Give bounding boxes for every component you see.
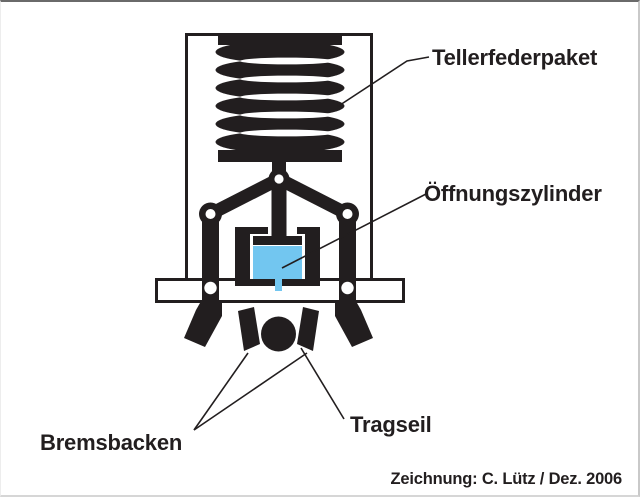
leader-brake-left <box>193 352 249 431</box>
spring-bottom-plate <box>218 150 342 162</box>
side-link-left <box>202 210 219 306</box>
leader-lines <box>193 56 430 431</box>
brake-arm-right <box>335 303 373 347</box>
label-oeffnungszylinder: Öffnungszylinder <box>424 181 602 206</box>
leader-cable <box>300 347 345 420</box>
cylinder-port <box>275 279 282 291</box>
brake-arm-left <box>184 303 222 347</box>
side-link-right <box>339 210 356 306</box>
leader-cylinder <box>281 193 427 269</box>
cylinder-piston <box>253 236 302 245</box>
leader-brake-right <box>193 352 308 431</box>
drawing-credit: Zeichnung: C. Lütz / Dez. 2006 <box>390 470 623 488</box>
pivot-joints <box>199 168 359 295</box>
piston-rod <box>271 179 287 237</box>
brake-shoe-right <box>297 307 319 351</box>
spring-top-plate <box>218 33 342 45</box>
label-tragseil: Tragseil <box>350 412 432 437</box>
label-bremsbacken: Bremsbacken <box>40 430 183 455</box>
toggle-linkage <box>207 173 351 220</box>
label-tellerfederpaket: Tellerfederpaket <box>432 45 598 70</box>
carrying-cable <box>261 316 296 352</box>
leader-spring <box>336 56 430 108</box>
disc-spring-stack <box>215 33 345 162</box>
brake-shoe-left <box>238 307 260 351</box>
